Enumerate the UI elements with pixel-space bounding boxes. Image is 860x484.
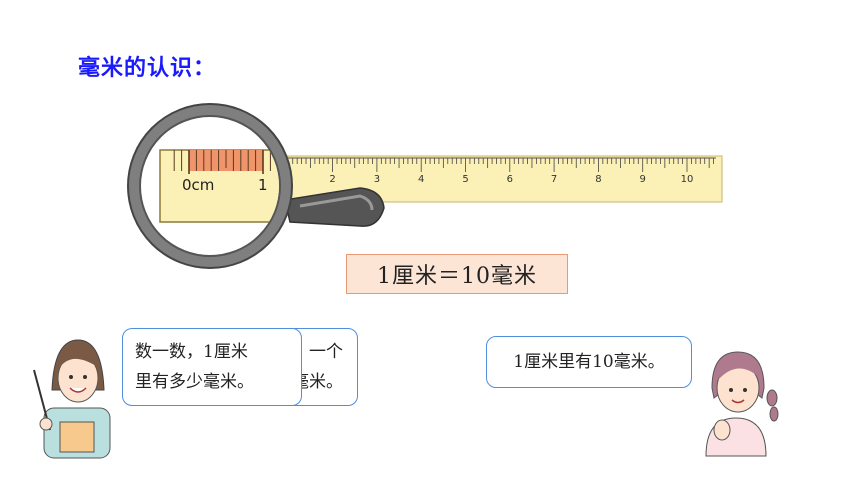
page-title: 毫米的认识： xyxy=(78,56,217,81)
student-illustration xyxy=(705,351,779,457)
ruler-with-magnifier: 2 3 4 5 6 7 8 9 10 0cm 1 xyxy=(127,103,723,269)
magnified-ruler: 0cm 1 xyxy=(159,149,279,223)
formula-text: 1厘米＝10毫米 xyxy=(377,264,537,289)
ruler-number: 4 xyxy=(418,174,424,185)
student-speech-bubble: 1厘米里有10毫米。 xyxy=(486,336,692,388)
student-bubble-text: 1厘米里有10毫米。 xyxy=(513,352,665,372)
teacher-bubble-line2: 里有多少毫米。 xyxy=(135,372,254,392)
ruler-numbers: 2 3 4 5 6 7 8 9 10 xyxy=(329,174,693,185)
bubble-back-line1: 一个 xyxy=(309,342,343,362)
teacher-speech-bubble: 数一数，1厘米 里有多少毫米。 xyxy=(122,328,302,406)
ruler-number: 10 xyxy=(681,174,694,185)
teacher-bubble-line1: 数一数，1厘米 xyxy=(135,342,248,362)
formula-box: 1厘米＝10毫米 xyxy=(346,254,568,294)
ruler-number: 5 xyxy=(462,174,468,185)
ruler-number: 6 xyxy=(507,174,513,185)
ruler-number: 7 xyxy=(551,174,557,185)
ruler-number: 2 xyxy=(329,174,335,185)
ruler-ticks xyxy=(292,158,714,172)
ruler-number: 9 xyxy=(640,174,646,185)
bubble-back-line2: 毫米。 xyxy=(292,372,343,392)
zoom-label-zero: 0cm xyxy=(182,176,214,194)
ruler-number: 3 xyxy=(374,174,380,185)
zoom-label-one: 1 xyxy=(258,176,268,194)
teacher-illustration xyxy=(33,339,111,459)
ruler-number: 8 xyxy=(595,174,601,185)
